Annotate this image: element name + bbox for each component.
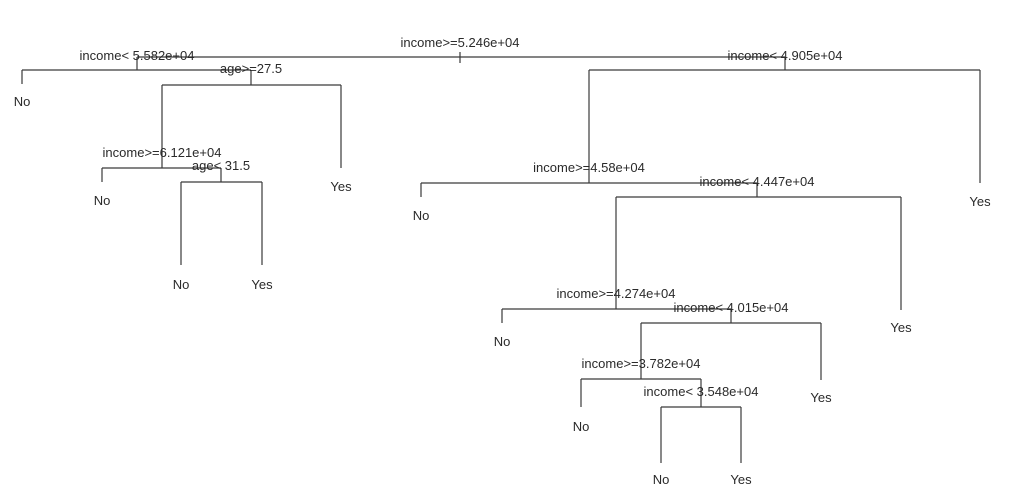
leaf-label-l42: No — [173, 277, 190, 292]
leaf-label-l212: No — [573, 419, 590, 434]
split-label-n26: income>=4.274e+04 — [557, 286, 676, 301]
leaf-label-l7: Yes — [969, 194, 991, 209]
split-label-n13: income< 4.447e+04 — [700, 174, 815, 189]
split-label-n21: age< 31.5 — [192, 158, 250, 173]
leaf-label-l11: Yes — [330, 179, 352, 194]
split-label-n213: income< 3.548e+04 — [644, 384, 759, 399]
split-label-n10: income>=6.121e+04 — [103, 145, 222, 160]
leaf-label-l4: No — [14, 94, 31, 109]
crop-mask-top — [0, 0, 1024, 38]
split-label-n53: income< 4.015e+04 — [674, 300, 789, 315]
split-label-n6: income>=4.58e+04 — [533, 160, 645, 175]
leaf-label-l426: No — [653, 472, 670, 487]
root-split-label: income>=5.246e+04 — [401, 35, 520, 50]
leaf-label-l43: Yes — [251, 277, 273, 292]
split-label-n5: age>=27.5 — [220, 61, 282, 76]
split-label-n3: income< 4.905e+04 — [728, 48, 843, 63]
leaf-label-l52: No — [494, 334, 511, 349]
leaf-label-l427: Yes — [730, 472, 752, 487]
split-label-n2: income< 5.582e+04 — [80, 48, 195, 63]
leaf-label-l12: No — [413, 208, 430, 223]
leaf-label-l27: Yes — [890, 320, 912, 335]
split-label-n106: income>=3.782e+04 — [582, 356, 701, 371]
leaf-label-l20: No — [94, 193, 111, 208]
leaf-label-l107: Yes — [810, 390, 832, 405]
